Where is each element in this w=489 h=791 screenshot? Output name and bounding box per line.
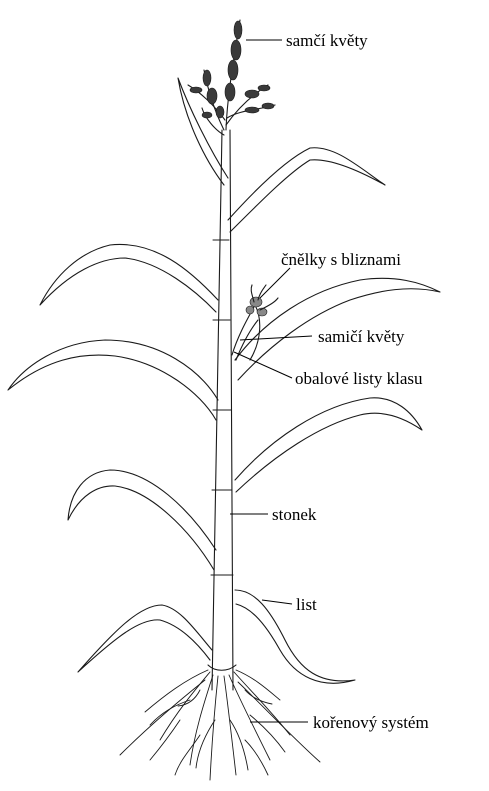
label-stem: stonek xyxy=(272,505,317,524)
stem-drawing xyxy=(208,130,236,690)
label-leaf: list xyxy=(296,595,317,614)
tassel-drawing xyxy=(188,20,275,135)
label-male-flowers: samčí květy xyxy=(286,31,368,50)
label-root-system: kořenový systém xyxy=(313,713,429,732)
label-ear-husks: obalové listy klasu xyxy=(295,369,423,388)
label-female-flowers: samičí květy xyxy=(318,327,405,346)
label-styles-with-stigmas: čnělky s bliznami xyxy=(281,250,401,269)
root-system-drawing xyxy=(120,670,320,780)
